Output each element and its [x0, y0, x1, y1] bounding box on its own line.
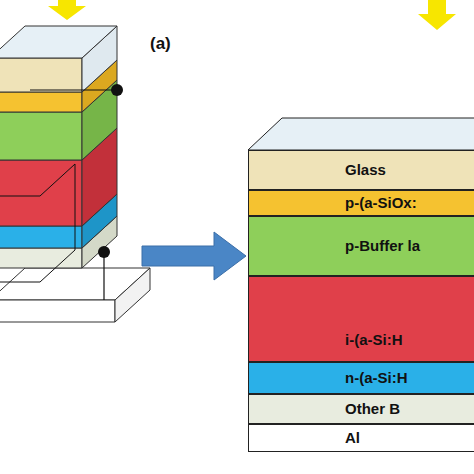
layer-label: p-(a-SiOx:	[345, 194, 417, 212]
n-layer: n-(a-Si:H	[248, 362, 474, 394]
leader-dot	[98, 246, 110, 258]
leader-dot	[111, 84, 123, 96]
back-buffer-layer: Other B	[248, 394, 474, 424]
layer-label: n-(a-Si:H	[345, 369, 408, 387]
layer-label: Glass	[345, 161, 386, 179]
panel-label: (a)	[150, 34, 171, 54]
glass-top-face	[248, 118, 474, 150]
layer-label: p-Buffer la	[345, 237, 420, 255]
intrinsic-layer: i-(a-Si:H	[248, 276, 474, 362]
p-layer: p-(a-SiOx:	[248, 190, 474, 216]
left-stack	[0, 26, 150, 322]
leader-line	[30, 90, 114, 300]
layer-label: Other B	[345, 400, 400, 418]
buffer-layer: p-Buffer la	[248, 216, 474, 276]
layer-label: i-(a-Si:H	[345, 331, 403, 349]
transition-arrow	[142, 232, 246, 280]
light-arrow	[48, 0, 456, 30]
al-contact: Al	[248, 424, 474, 452]
layer-label: Al	[345, 429, 360, 447]
glass-layer: Glass	[248, 150, 474, 190]
